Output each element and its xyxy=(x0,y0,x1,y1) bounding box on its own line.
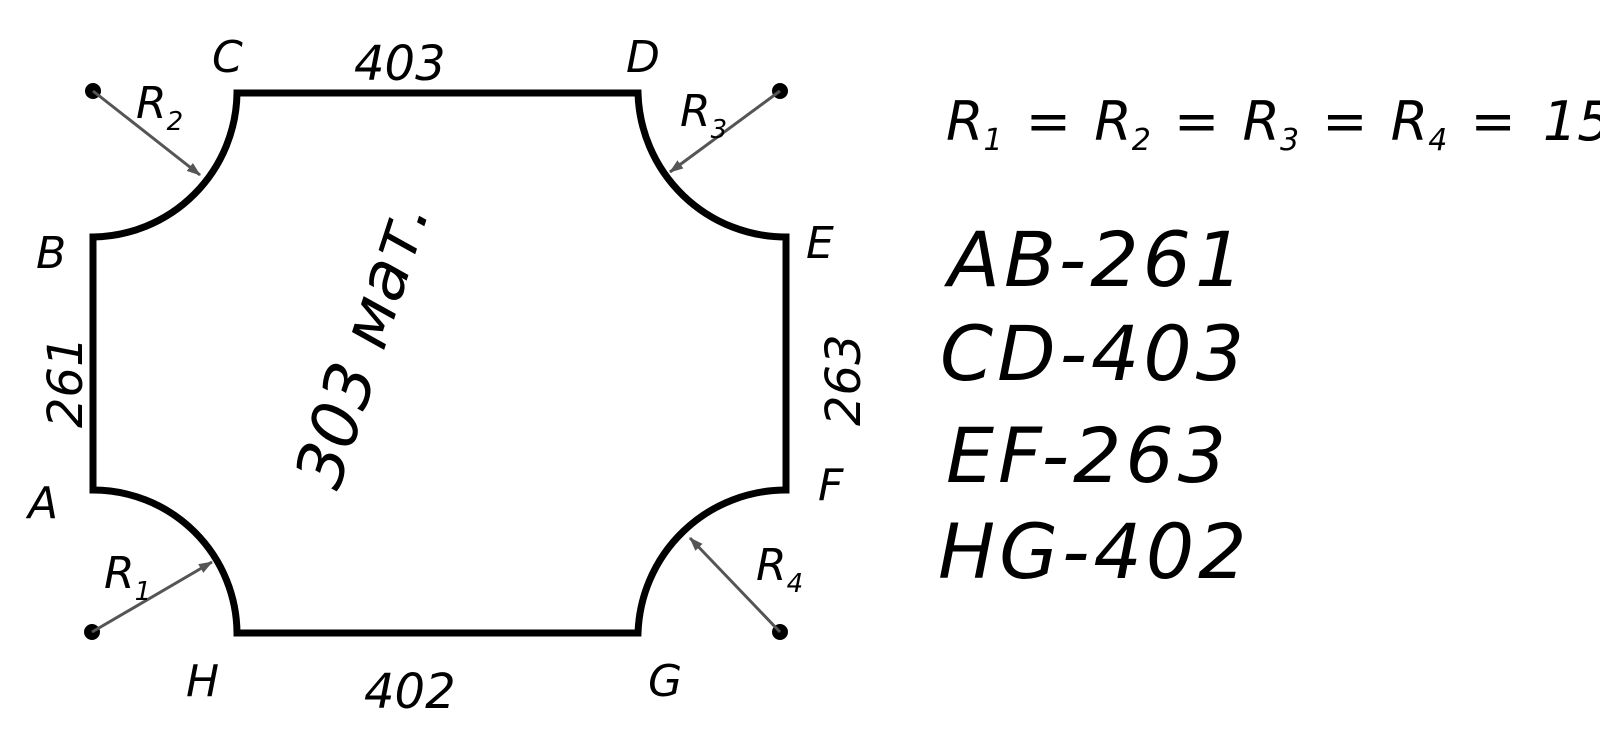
legend-line-ab: AB-261 xyxy=(943,215,1247,304)
r3-arrow xyxy=(669,89,781,174)
r2-arrow xyxy=(92,89,201,177)
vertex-label-c: C xyxy=(212,32,243,83)
vertex-label-h: H xyxy=(186,656,219,707)
dimension-left: 261 xyxy=(38,336,94,428)
vertex-label-e: E xyxy=(806,218,834,269)
dimension-bottom: 402 xyxy=(364,664,456,720)
vertex-label-a: A xyxy=(25,478,58,529)
vertex-label-d: D xyxy=(626,32,660,83)
radius-label-r1: R1 xyxy=(104,548,151,607)
legend-line-cd: CD-403 xyxy=(940,309,1248,398)
shape-outline xyxy=(89,89,790,637)
vertex-label-b: B xyxy=(36,228,66,279)
radius-label-r2: R2 xyxy=(136,78,183,137)
radius-label-r3: R3 xyxy=(680,86,727,145)
r1-arrow xyxy=(91,560,213,634)
dimension-right: 263 xyxy=(816,334,872,426)
radius-label-r4: R4 xyxy=(756,540,803,599)
center-note: 303 мат. xyxy=(280,191,445,497)
r4-arrow xyxy=(688,536,782,634)
legend-line-ef: EF-263 xyxy=(946,411,1230,500)
dimension-top: 403 xyxy=(354,36,446,92)
legend-line-hg: HG-402 xyxy=(938,507,1251,596)
vertex-label-g: G xyxy=(648,656,682,707)
radius-equation: R1 = R2 = R3 = R4 = 150 xyxy=(946,90,1600,163)
vertex-label-f: F xyxy=(818,460,844,511)
